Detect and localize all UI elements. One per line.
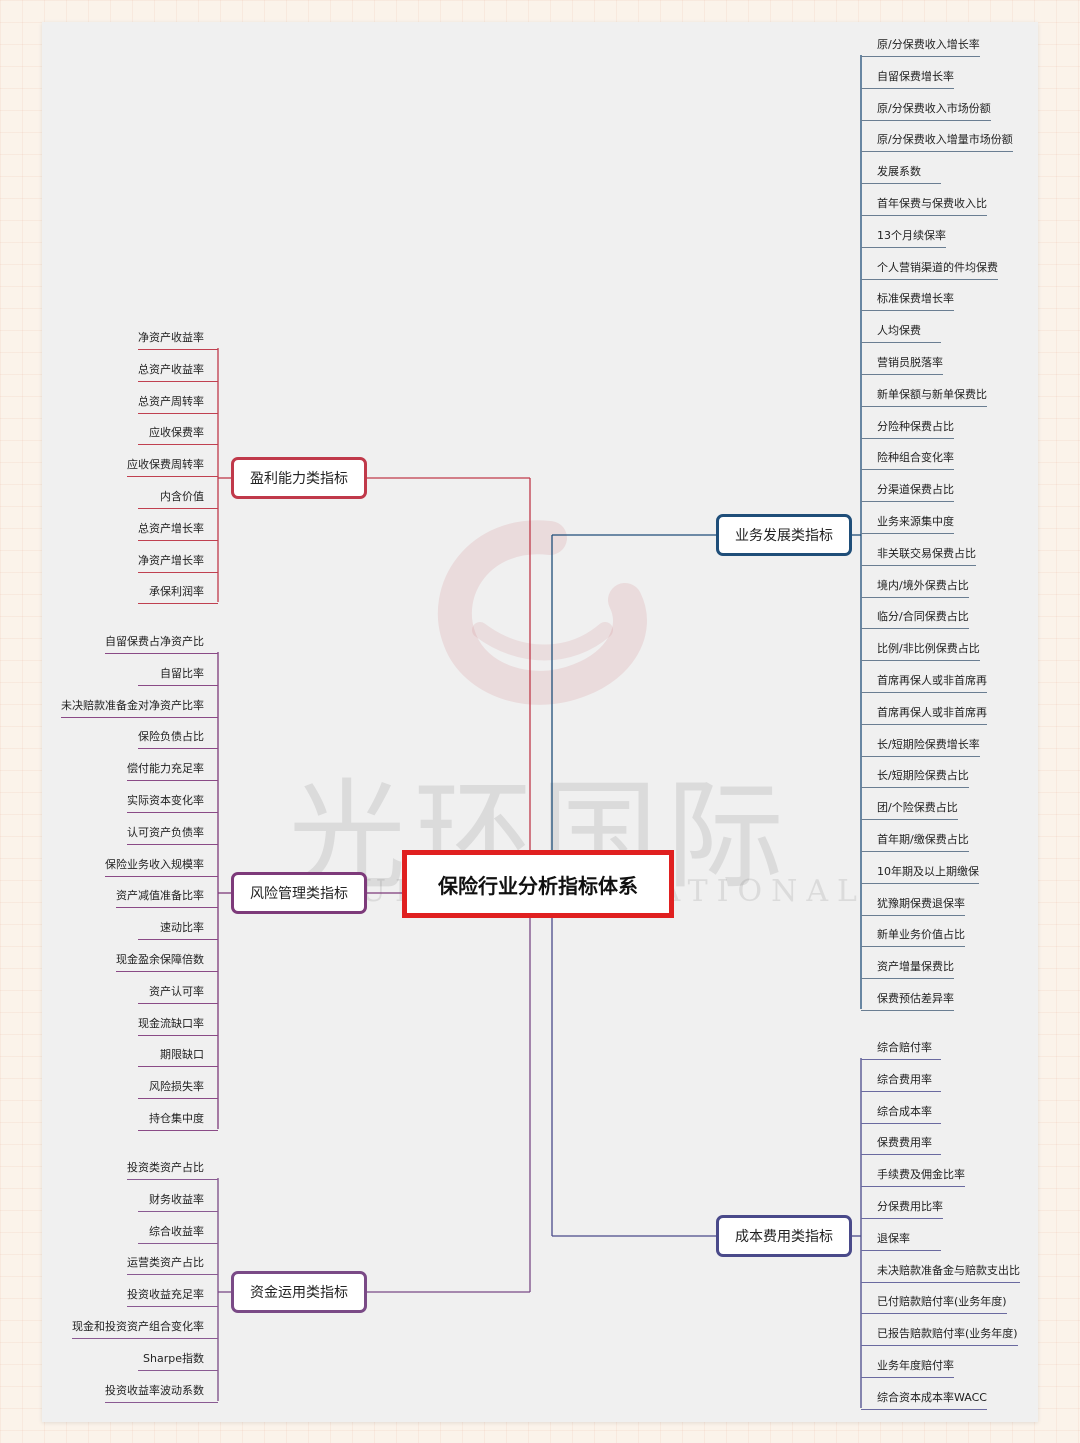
leaf-biz-13[interactable]: 险种组合变化率 xyxy=(861,448,954,470)
leaf-risk-9[interactable]: 速动比率 xyxy=(138,918,218,940)
leaf-risk-1[interactable]: 自留比率 xyxy=(138,664,218,686)
leaf-biz-18[interactable]: 临分/合同保费占比 xyxy=(861,607,969,629)
leaf-biz-6[interactable]: 13个月续保率 xyxy=(861,226,946,248)
leaf-profit-7[interactable]: 净资产增长率 xyxy=(138,551,218,573)
leaf-biz-24[interactable]: 团/个险保费占比 xyxy=(861,798,958,820)
leaf-fund-4[interactable]: 投资收益充足率 xyxy=(127,1285,218,1307)
leaf-fund-2[interactable]: 综合收益率 xyxy=(138,1222,218,1244)
leaf-risk-8[interactable]: 资产减值准备比率 xyxy=(116,886,218,908)
category-risk-management[interactable]: 风险管理类指标 xyxy=(231,872,367,914)
leaf-biz-15[interactable]: 业务来源集中度 xyxy=(861,512,954,534)
leaf-cost-0[interactable]: 综合赔付率 xyxy=(861,1038,941,1060)
leaf-cost-10[interactable]: 业务年度赔付率 xyxy=(861,1356,954,1378)
leaf-biz-14[interactable]: 分渠道保费占比 xyxy=(861,480,954,502)
leaf-cost-9[interactable]: 已报告赔款赔付率(业务年度) xyxy=(861,1324,1018,1346)
leaf-risk-3[interactable]: 保险负债占比 xyxy=(138,727,218,749)
leaf-profit-4[interactable]: 应收保费周转率 xyxy=(127,455,218,477)
leaf-cost-6[interactable]: 退保率 xyxy=(861,1229,941,1251)
leaf-biz-26[interactable]: 10年期及以上期缴保 xyxy=(861,862,979,884)
leaf-cost-8[interactable]: 已付赔款赔付率(业务年度) xyxy=(861,1292,1007,1314)
leaf-biz-30[interactable]: 保费预估差异率 xyxy=(861,989,954,1011)
leaf-biz-28[interactable]: 新单业务价值占比 xyxy=(861,925,965,947)
leaf-risk-6[interactable]: 认可资产负债率 xyxy=(127,823,218,845)
leaf-risk-0[interactable]: 自留保费占净资产比 xyxy=(105,632,218,654)
leaf-risk-7[interactable]: 保险业务收入规模率 xyxy=(105,855,218,877)
category-fund-utilization[interactable]: 资金运用类指标 xyxy=(231,1271,367,1313)
category-business-development[interactable]: 业务发展类指标 xyxy=(716,514,852,556)
leaf-fund-0[interactable]: 投资类资产占比 xyxy=(127,1158,218,1180)
leaf-biz-23[interactable]: 长/短期险保费占比 xyxy=(861,766,969,788)
leaf-cost-5[interactable]: 分保费用比率 xyxy=(861,1197,943,1219)
leaf-biz-16[interactable]: 非关联交易保费占比 xyxy=(861,544,976,566)
leaf-fund-1[interactable]: 财务收益率 xyxy=(138,1190,218,1212)
leaf-biz-4[interactable]: 发展系数 xyxy=(861,162,941,184)
leaf-fund-7[interactable]: 投资收益率波动系数 xyxy=(105,1381,218,1403)
leaf-risk-11[interactable]: 资产认可率 xyxy=(138,982,218,1004)
leaf-biz-21[interactable]: 首席再保人或非首席再 xyxy=(861,703,987,725)
leaf-risk-15[interactable]: 持仓集中度 xyxy=(138,1109,218,1131)
leaf-risk-5[interactable]: 实际资本变化率 xyxy=(127,791,218,813)
leaf-biz-0[interactable]: 原/分保费收入增长率 xyxy=(861,35,980,57)
leaf-biz-8[interactable]: 标准保费增长率 xyxy=(861,289,954,311)
leaf-cost-3[interactable]: 保费费用率 xyxy=(861,1133,941,1155)
leaf-biz-22[interactable]: 长/短期险保费增长率 xyxy=(861,735,980,757)
leaf-biz-5[interactable]: 首年保费与保费收入比 xyxy=(861,194,987,216)
leaf-risk-13[interactable]: 期限缺口 xyxy=(138,1045,218,1067)
leaf-cost-1[interactable]: 综合费用率 xyxy=(861,1070,941,1092)
leaf-profit-2[interactable]: 总资产周转率 xyxy=(138,392,218,414)
leaf-biz-7[interactable]: 个人营销渠道的件均保费 xyxy=(861,258,998,280)
leaf-biz-20[interactable]: 首席再保人或非首席再 xyxy=(861,671,987,693)
leaf-risk-10[interactable]: 现金盈余保障倍数 xyxy=(116,950,218,972)
root-node[interactable]: 保险行业分析指标体系 xyxy=(402,850,674,918)
leaf-biz-19[interactable]: 比例/非比例保费占比 xyxy=(861,639,980,661)
leaf-biz-25[interactable]: 首年期/缴保费占比 xyxy=(861,830,969,852)
leaf-cost-11[interactable]: 综合资本成本率WACC xyxy=(861,1388,987,1410)
category-profitability[interactable]: 盈利能力类指标 xyxy=(231,457,367,499)
leaf-biz-17[interactable]: 境内/境外保费占比 xyxy=(861,576,969,598)
leaf-profit-0[interactable]: 净资产收益率 xyxy=(138,328,218,350)
leaf-biz-27[interactable]: 犹豫期保费退保率 xyxy=(861,894,965,916)
leaf-profit-1[interactable]: 总资产收益率 xyxy=(138,360,218,382)
leaf-fund-5[interactable]: 现金和投资资产组合变化率 xyxy=(72,1317,218,1339)
leaf-fund-6[interactable]: Sharpe指数 xyxy=(138,1349,218,1371)
leaf-profit-5[interactable]: 内含价值 xyxy=(138,487,218,509)
leaf-biz-9[interactable]: 人均保费 xyxy=(861,321,941,343)
leaf-risk-14[interactable]: 风险损失率 xyxy=(138,1077,218,1099)
leaf-biz-3[interactable]: 原/分保费收入增量市场份额 xyxy=(861,130,1013,152)
category-cost-expense[interactable]: 成本费用类指标 xyxy=(716,1215,852,1257)
diagram-canvas xyxy=(42,22,1038,1422)
leaf-biz-1[interactable]: 自留保费增长率 xyxy=(861,67,954,89)
leaf-fund-3[interactable]: 运营类资产占比 xyxy=(127,1253,218,1275)
leaf-profit-3[interactable]: 应收保费率 xyxy=(138,423,218,445)
leaf-cost-2[interactable]: 综合成本率 xyxy=(861,1102,941,1124)
leaf-biz-2[interactable]: 原/分保费收入市场份额 xyxy=(861,99,991,121)
leaf-risk-2[interactable]: 未决赔款准备金对净资产比率 xyxy=(61,696,218,718)
leaf-profit-6[interactable]: 总资产增长率 xyxy=(138,519,218,541)
leaf-cost-7[interactable]: 未决赔款准备金与赔款支出比 xyxy=(861,1261,1020,1283)
leaf-biz-12[interactable]: 分险种保费占比 xyxy=(861,417,954,439)
leaf-risk-4[interactable]: 偿付能力充足率 xyxy=(127,759,218,781)
leaf-profit-8[interactable]: 承保利润率 xyxy=(138,582,218,604)
leaf-risk-12[interactable]: 现金流缺口率 xyxy=(138,1014,218,1036)
leaf-cost-4[interactable]: 手续费及佣金比率 xyxy=(861,1165,965,1187)
leaf-biz-29[interactable]: 资产增量保费比 xyxy=(861,957,954,979)
leaf-biz-10[interactable]: 营销员脱落率 xyxy=(861,353,943,375)
leaf-biz-11[interactable]: 新单保额与新单保费比 xyxy=(861,385,987,407)
